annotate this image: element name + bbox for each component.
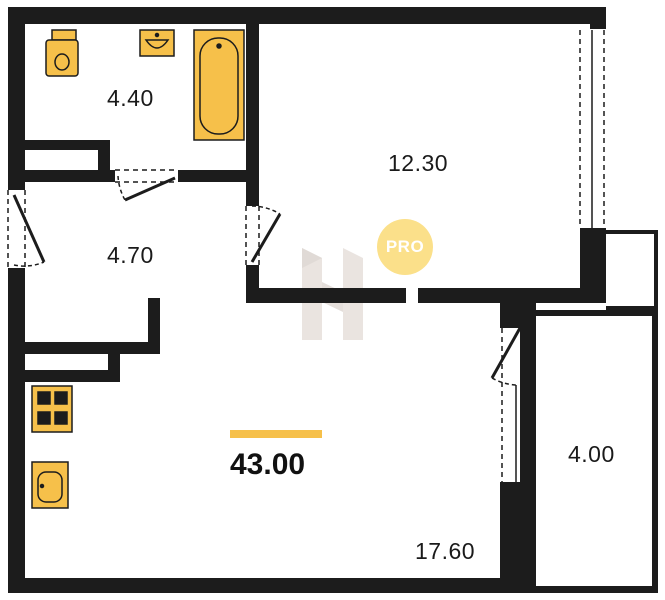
sink-icon [139, 29, 175, 57]
kitchen-sink-icon [31, 461, 69, 509]
kitchen-area-label: 17.60 [415, 538, 476, 564]
stove-icon [31, 385, 73, 433]
balcony-area-label: 4.00 [568, 441, 615, 467]
toilet-icon [45, 29, 79, 77]
pro-badge-label: PRO [385, 237, 425, 256]
hallway-area-label: 4.70 [107, 242, 154, 268]
bathroom-area-label: 4.40 [107, 85, 154, 111]
bathtub-icon [193, 29, 245, 141]
living-room-area-label: 12.30 [388, 150, 449, 176]
pro-badge: PRO [377, 219, 433, 275]
total-area-label: 43.00 [230, 448, 306, 481]
total-accent-bar [230, 430, 322, 438]
doors-windows [7, 30, 605, 482]
walls [8, 7, 658, 593]
